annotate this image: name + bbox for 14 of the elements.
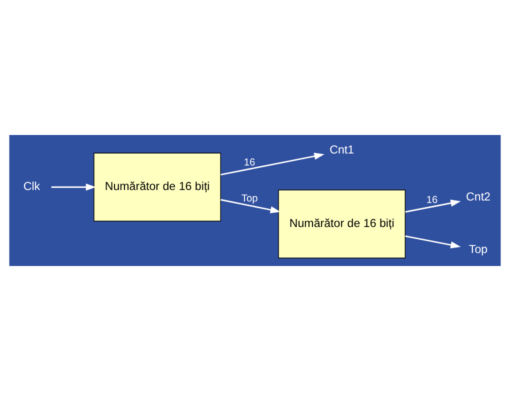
edge-label: 16 [244, 158, 256, 169]
edge-label: Top [241, 194, 258, 205]
node-text: Top [468, 244, 488, 256]
node-text: Clk [23, 180, 40, 193]
node-text: Cnt2 [466, 192, 491, 204]
arrow [405, 200, 461, 213]
node-text: Cnt1 [330, 144, 354, 157]
node-box: Numărător de 16 biți [94, 152, 221, 222]
edge-label: 16 [426, 195, 438, 206]
arrow [220, 199, 281, 214]
node-box: Numărător de 16 biți [278, 190, 406, 258]
arrow [51, 184, 96, 191]
arrow [220, 152, 324, 176]
arrow [405, 235, 461, 248]
